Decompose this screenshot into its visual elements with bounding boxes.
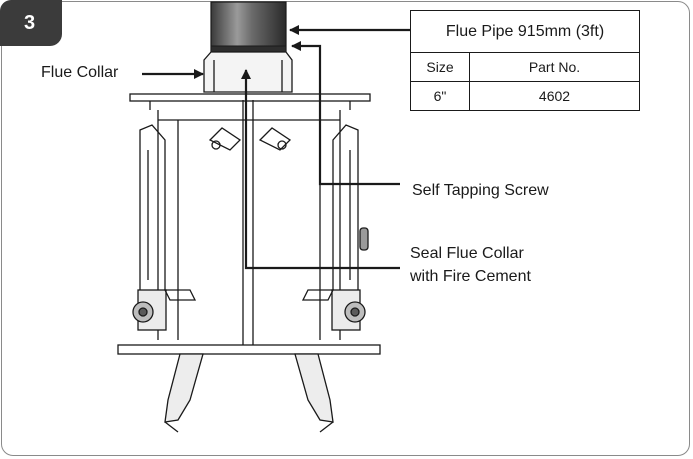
screw-callout-arrow	[291, 41, 400, 186]
step-badge: 3	[0, 0, 62, 46]
part-table: Flue Pipe 915mm (3ft) Size Part No. 6" 4…	[410, 10, 640, 111]
seal-callout-arrow	[241, 69, 400, 270]
callout-lines	[142, 25, 410, 270]
stove-body	[117, 93, 381, 433]
seal-label-line1: Seal Flue Collar	[410, 245, 524, 262]
flue-collar-label: Flue Collar	[41, 64, 119, 81]
flue-pipe	[210, 1, 287, 63]
seal-label-line2: with Fire Cement	[410, 268, 531, 285]
part-table-cell-size: 6"	[410, 81, 470, 111]
flue-collar	[203, 51, 293, 93]
part-table-cell-part-no: 4602	[469, 81, 640, 111]
part-table-header-part-no: Part No.	[469, 52, 640, 82]
step-number: 3	[24, 12, 36, 34]
self-tapping-screw-label: Self Tapping Screw	[412, 182, 549, 199]
part-table-title: Flue Pipe 915mm (3ft)	[410, 10, 640, 53]
part-table-header-size: Size	[410, 52, 470, 82]
